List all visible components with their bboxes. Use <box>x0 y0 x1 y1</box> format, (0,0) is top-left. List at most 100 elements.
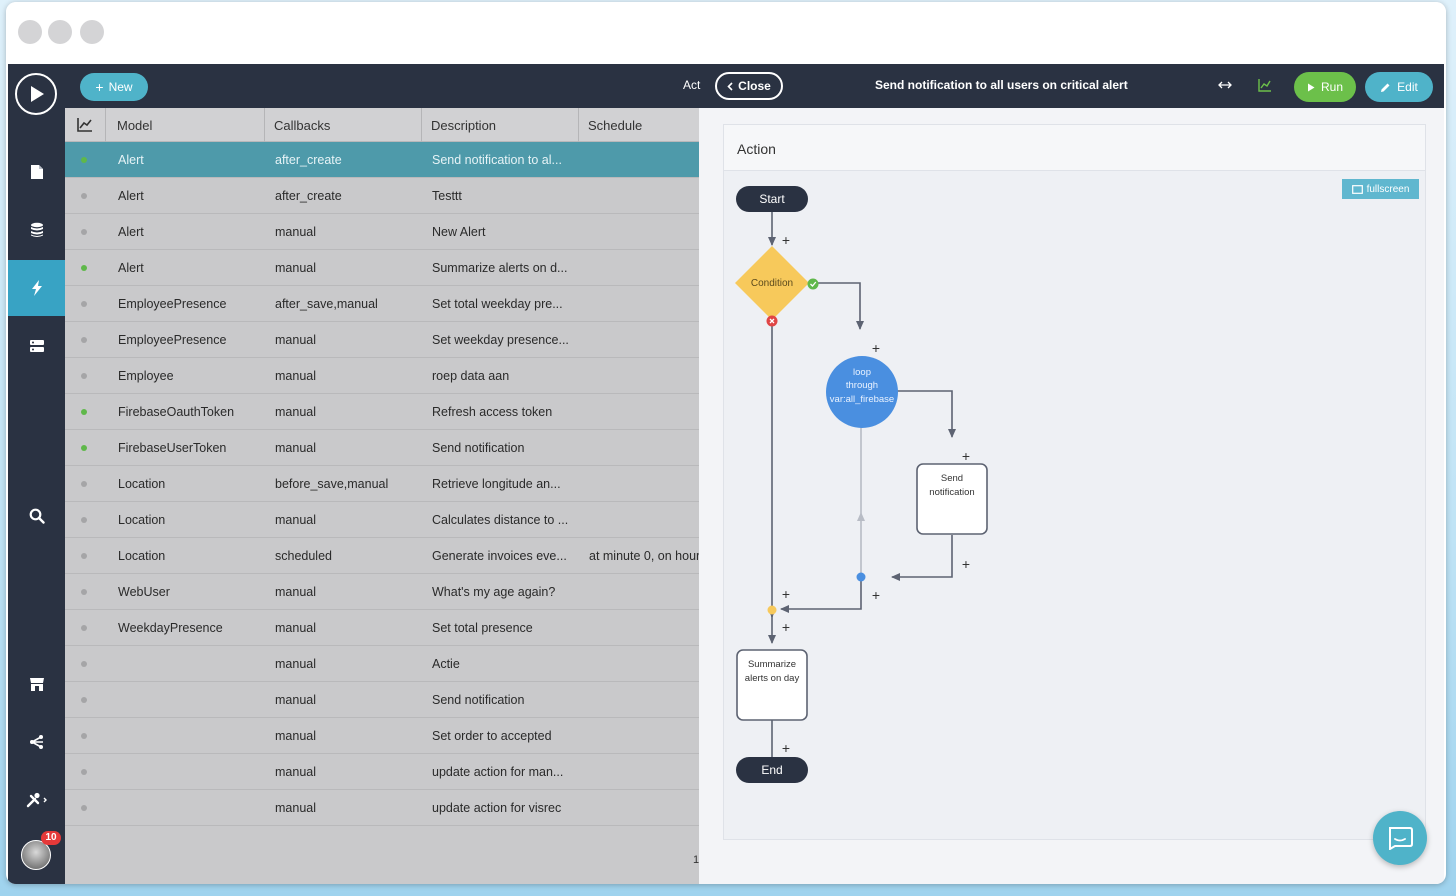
page-number[interactable]: 1 <box>693 854 699 866</box>
sidebar-item-servers[interactable] <box>8 318 65 374</box>
add-step-plus[interactable]: + <box>962 556 970 572</box>
flow-node-send-notification[interactable]: Send notification <box>916 463 988 535</box>
play-logo[interactable] <box>15 73 57 115</box>
column-header-description[interactable]: Description <box>431 118 497 133</box>
chevron-left-icon <box>727 81 733 91</box>
loop-junction <box>856 572 866 582</box>
flow-node-summarize-line2: alerts on day <box>745 673 800 684</box>
edge-send-back <box>891 535 953 581</box>
window-maximize-dot[interactable] <box>80 20 104 44</box>
app-window: 10 + New Act Close Send notification to … <box>6 2 1446 884</box>
sidebar-item-share[interactable] <box>8 714 65 770</box>
run-button[interactable]: Run <box>1294 72 1356 102</box>
window-close-dot[interactable] <box>18 20 42 44</box>
sidebar-item-tools[interactable] <box>8 772 65 828</box>
tools-icon <box>26 792 47 808</box>
cell-model: Alert <box>118 261 144 275</box>
cell-description: Generate invoices eve... <box>432 549 567 563</box>
cell-model: EmployeePresence <box>118 333 227 347</box>
status-indicator <box>81 229 87 235</box>
window-chrome <box>6 2 1446 64</box>
column-header-callbacks[interactable]: Callbacks <box>274 118 331 133</box>
share-icon <box>29 735 43 749</box>
edit-button-label: Edit <box>1397 80 1418 94</box>
sidebar-item-database[interactable] <box>8 202 65 258</box>
close-button[interactable]: Close <box>715 72 783 100</box>
cell-schedule: at minute 0, on hour <box>589 549 699 563</box>
status-indicator <box>81 661 87 667</box>
add-step-plus[interactable]: + <box>872 587 880 603</box>
sidebar-item-store[interactable] <box>8 656 65 712</box>
cell-callbacks: before_save,manual <box>275 477 389 491</box>
flow-node-condition[interactable]: Condition <box>735 246 809 320</box>
status-indicator <box>81 625 87 631</box>
compress-icon[interactable] <box>1218 78 1232 92</box>
fullscreen-icon <box>1351 184 1363 194</box>
add-step-plus[interactable]: + <box>782 586 790 602</box>
add-step-plus[interactable]: + <box>782 619 790 635</box>
chat-icon <box>1389 827 1413 850</box>
cell-description: update action for visrec <box>432 801 562 815</box>
table-header: Model Callbacks Description Schedule <box>65 108 699 142</box>
add-step-plus[interactable]: + <box>962 448 970 464</box>
table-row[interactable]: Location scheduled Generate invoices eve..… <box>65 538 699 574</box>
edit-button[interactable]: Edit <box>1365 72 1433 102</box>
server-icon <box>29 340 44 352</box>
flow-node-end-label: End <box>761 763 782 777</box>
flow-node-start[interactable]: Start <box>736 186 808 212</box>
condition-true-icon <box>807 278 819 290</box>
avatar[interactable] <box>21 840 51 870</box>
cell-model: Alert <box>118 189 144 203</box>
status-indicator <box>81 409 87 415</box>
chart-icon[interactable] <box>77 117 93 132</box>
cell-description: Calculates distance to ... <box>432 513 569 527</box>
cell-callbacks: scheduled <box>275 549 332 563</box>
cell-description: Send notification <box>432 693 525 707</box>
cell-description: What's my age again? <box>432 585 556 599</box>
cell-callbacks: manual <box>275 405 316 419</box>
flow-node-loop[interactable]: loop through var:all_firebase <box>826 356 898 428</box>
flow-node-summarize[interactable]: Summarize alerts on day <box>736 649 808 721</box>
add-step-plus[interactable]: + <box>872 340 880 356</box>
status-indicator <box>81 769 87 775</box>
new-button[interactable]: + New <box>80 73 148 101</box>
sidebar-item-actions[interactable] <box>8 260 65 316</box>
run-button-label: Run <box>1320 80 1343 94</box>
cell-callbacks: after_create <box>275 189 342 203</box>
column-header-schedule[interactable]: Schedule <box>588 118 643 133</box>
cell-model: Location <box>118 549 166 563</box>
column-separator <box>578 108 579 142</box>
window-minimize-dot[interactable] <box>48 20 72 44</box>
flow-node-start-label: Start <box>759 192 785 206</box>
condition-false-icon <box>766 315 778 327</box>
chat-launcher-button[interactable] <box>1373 811 1427 865</box>
fullscreen-button[interactable]: fullscreen <box>1342 179 1419 199</box>
action-panel: Action fullscreen <box>723 124 1426 840</box>
add-step-plus[interactable]: + <box>782 740 790 756</box>
column-header-model[interactable]: Model <box>117 118 153 133</box>
chart-icon[interactable] <box>1258 78 1272 92</box>
flow-node-end[interactable]: End <box>736 757 808 783</box>
sidebar-item-search[interactable] <box>8 488 65 544</box>
add-step-plus[interactable]: + <box>782 232 790 248</box>
cell-callbacks: manual <box>275 585 316 599</box>
sidebar-item-documents[interactable] <box>8 144 65 200</box>
